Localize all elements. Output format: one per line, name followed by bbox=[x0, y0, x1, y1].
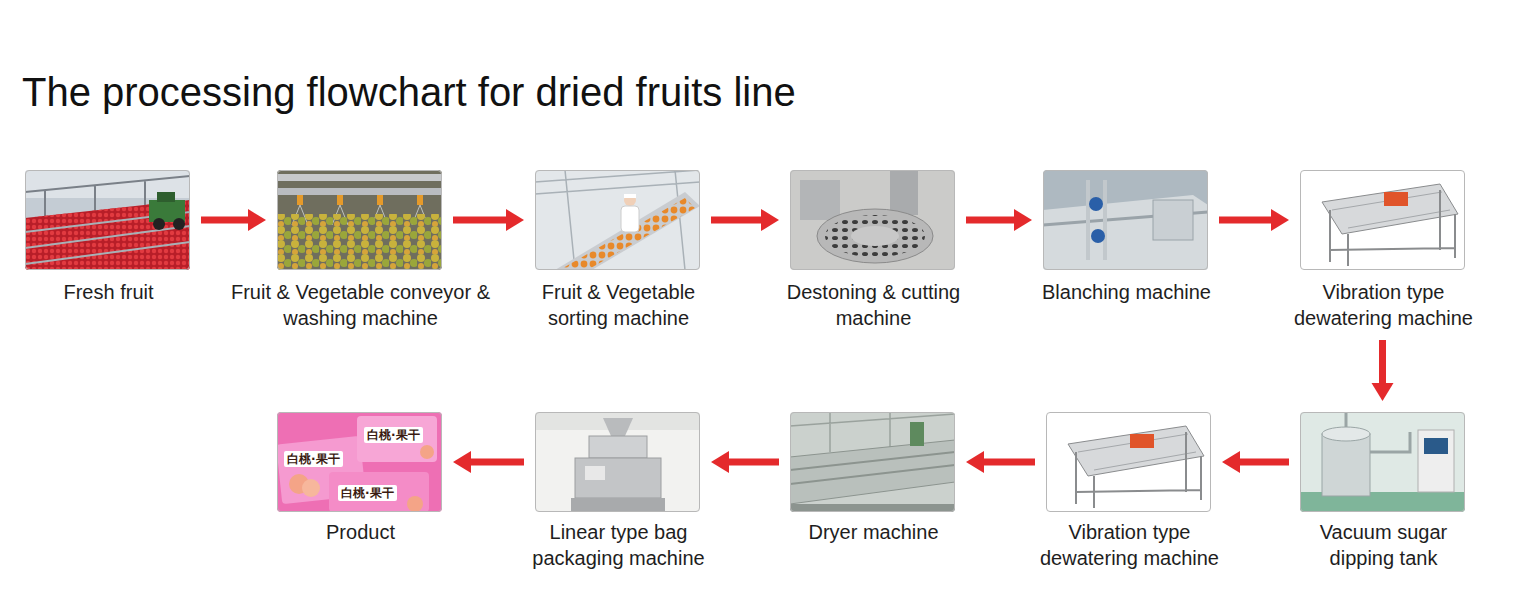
package-text: 白桃·果干 bbox=[338, 485, 397, 501]
vacuum-tank-photo bbox=[1300, 412, 1465, 512]
process-step: Dryer machine bbox=[790, 412, 955, 512]
fresh-fruit-photo bbox=[25, 170, 190, 270]
step-caption: Vibration type dewatering machine bbox=[1022, 519, 1237, 571]
flow-arrow bbox=[711, 451, 779, 473]
step-caption: Dryer machine bbox=[774, 519, 974, 545]
dryer-machine-photo bbox=[790, 412, 955, 512]
sorting-machine-photo bbox=[535, 170, 700, 270]
step-caption: Destoning & cutting machine bbox=[766, 279, 981, 331]
arrow-head bbox=[1372, 383, 1394, 401]
arrow-shaft bbox=[1379, 340, 1386, 385]
step-caption: Blanching machine bbox=[1022, 279, 1232, 305]
arrow-head bbox=[711, 451, 729, 473]
process-step: Destoning & cutting machine bbox=[790, 170, 955, 270]
step-caption: Fruit & Vegetable sorting machine bbox=[519, 279, 719, 331]
step-caption: Fresh fruit bbox=[34, 279, 184, 305]
flow-arrow bbox=[711, 209, 779, 231]
arrow-shaft bbox=[1238, 459, 1289, 466]
arrow-head bbox=[966, 451, 984, 473]
flow-arrow bbox=[201, 209, 266, 231]
flow-arrow bbox=[1222, 451, 1289, 473]
arrow-shaft bbox=[982, 459, 1035, 466]
washing-machine-photo bbox=[277, 170, 442, 270]
step-caption: Product bbox=[291, 519, 431, 545]
arrow-shaft bbox=[727, 459, 779, 466]
package-text: 白桃·果干 bbox=[284, 451, 343, 467]
vibration-dewatering-photo bbox=[1300, 170, 1465, 270]
step-caption: Linear type bag packaging machine bbox=[519, 519, 719, 571]
process-step: Blanching machine bbox=[1043, 170, 1208, 270]
arrow-shaft bbox=[966, 217, 1016, 224]
arrow-head bbox=[248, 209, 266, 231]
packaging-machine-photo bbox=[535, 412, 700, 512]
process-step: Linear type bag packaging machine bbox=[535, 412, 700, 512]
flow-arrow bbox=[453, 209, 524, 231]
step-caption: Vacuum sugar dipping tank bbox=[1296, 519, 1471, 571]
flow-arrow bbox=[1372, 340, 1394, 401]
arrow-head bbox=[1222, 451, 1240, 473]
step-caption: Fruit & Vegetable conveyor & washing mac… bbox=[218, 279, 503, 331]
arrow-shaft bbox=[453, 217, 508, 224]
arrow-head bbox=[506, 209, 524, 231]
process-step: Fruit & Vegetable conveyor & washing mac… bbox=[277, 170, 442, 270]
process-step: Vacuum sugar dipping tank bbox=[1300, 412, 1465, 512]
flow-arrow bbox=[453, 451, 524, 473]
arrow-head bbox=[1014, 209, 1032, 231]
arrow-shaft bbox=[1219, 217, 1273, 224]
arrow-shaft bbox=[711, 217, 763, 224]
arrow-head bbox=[761, 209, 779, 231]
flow-arrow bbox=[966, 451, 1035, 473]
arrow-head bbox=[1271, 209, 1289, 231]
flow-arrow bbox=[1219, 209, 1289, 231]
process-step: Vibration type dewatering machine bbox=[1046, 412, 1211, 512]
vibration-dewatering-photo bbox=[1046, 412, 1211, 512]
blanching-machine-photo bbox=[1043, 170, 1208, 270]
flow-arrow bbox=[966, 209, 1032, 231]
diagram-title: The processing flowchart for dried fruit… bbox=[22, 68, 796, 116]
arrow-head bbox=[453, 451, 471, 473]
package-text: 白桃·果干 bbox=[364, 427, 423, 443]
arrow-shaft bbox=[469, 459, 524, 466]
arrow-shaft bbox=[201, 217, 250, 224]
step-caption: Vibration type dewatering machine bbox=[1276, 279, 1491, 331]
process-step: Product白桃·果干白桃·果干白桃·果干 bbox=[277, 412, 442, 512]
process-step: Fruit & Vegetable sorting machine bbox=[535, 170, 700, 270]
process-step: Vibration type dewatering machine bbox=[1300, 170, 1465, 270]
product-photo bbox=[277, 412, 442, 512]
process-step: Fresh fruit bbox=[25, 170, 190, 270]
destoning-machine-photo bbox=[790, 170, 955, 270]
